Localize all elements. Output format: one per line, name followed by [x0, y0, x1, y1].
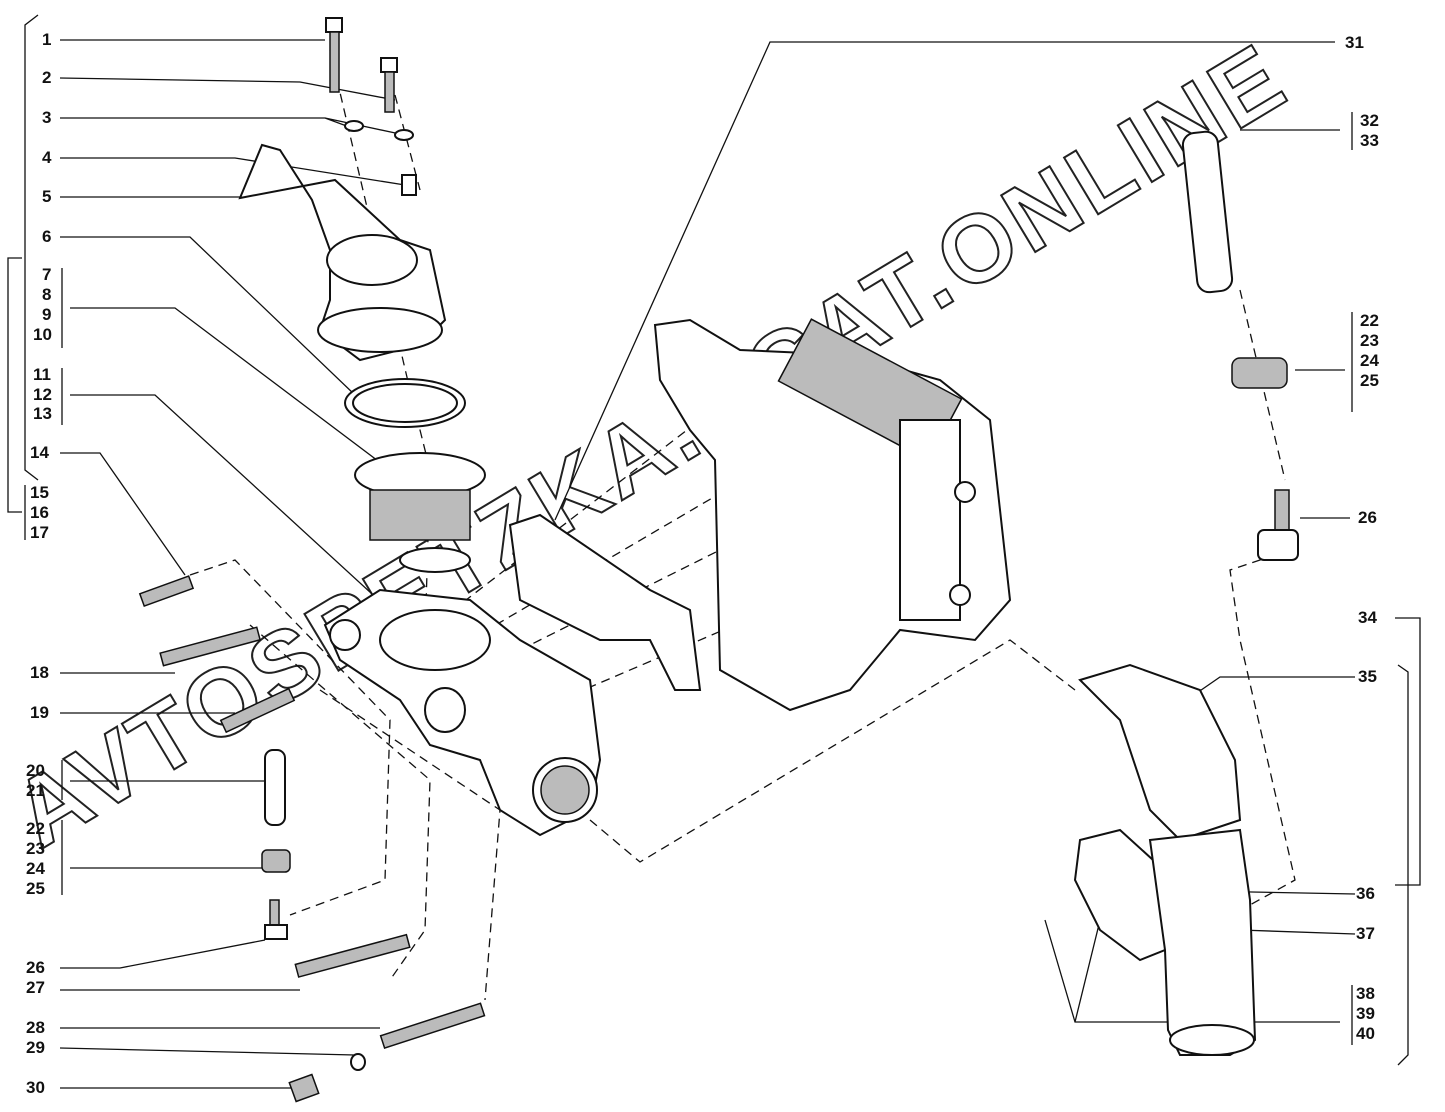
hose-34-assembly [1073, 663, 1257, 1056]
seal-ring-6 [344, 378, 466, 428]
leader-lines [59, 39, 1356, 1089]
callout-7: 7 [42, 265, 52, 284]
callout-27: 27 [26, 978, 45, 997]
callout-31: 31 [1345, 33, 1364, 52]
callout-40: 40 [1356, 1024, 1375, 1043]
callout-25: 25 [26, 879, 45, 898]
callout-11: 11 [33, 365, 51, 384]
thermostat-housing-11 [323, 588, 602, 837]
gasket-31 [508, 513, 702, 691]
callout-21: 21 [26, 781, 45, 800]
thermostat-cover-5 [238, 143, 447, 362]
callout-30: 30 [26, 1078, 45, 1097]
callout-6: 6 [42, 227, 52, 246]
callout-15: 15 [30, 483, 49, 502]
callout-37: 37 [1356, 924, 1375, 943]
cylinder-head [653, 318, 1012, 712]
callout-38: 38 [1356, 984, 1375, 1003]
callout-26-right: 26 [1358, 508, 1377, 527]
callout-22-right: 22 [1360, 311, 1379, 330]
callout-28: 28 [26, 1018, 45, 1037]
callout-12: 12 [33, 385, 52, 404]
callout-29: 29 [26, 1038, 45, 1057]
hose-32 [1181, 130, 1299, 561]
callout-14: 14 [30, 443, 49, 462]
callout-34: 34 [1358, 608, 1377, 627]
studs-left [138, 575, 486, 1103]
callout-22: 22 [26, 819, 45, 838]
bolts-1-2 [325, 17, 417, 196]
callout-35: 35 [1358, 667, 1377, 686]
callout-5: 5 [42, 187, 52, 206]
callout-8: 8 [42, 285, 52, 304]
callout-17: 17 [30, 523, 49, 542]
callout-32: 32 [1360, 111, 1379, 130]
callout-23-right: 23 [1360, 331, 1379, 350]
thermostat-7 [354, 452, 486, 573]
callout-10: 10 [33, 325, 52, 344]
callout-36: 36 [1356, 884, 1375, 903]
callout-19: 19 [30, 703, 49, 722]
callout-24-right: 24 [1360, 351, 1379, 370]
callout-25-right: 25 [1360, 371, 1379, 390]
callout-39: 39 [1356, 1004, 1375, 1023]
callout-20: 20 [26, 761, 45, 780]
group-brackets [7, 14, 1421, 1066]
callout-33: 33 [1360, 131, 1379, 150]
callout-16: 16 [30, 503, 49, 522]
callout-23: 23 [26, 839, 45, 858]
callout-3: 3 [42, 108, 52, 127]
callout-24: 24 [26, 859, 45, 878]
callout-2: 2 [42, 68, 52, 87]
callout-26: 26 [26, 958, 45, 977]
hose-20 [261, 749, 291, 940]
callout-9: 9 [42, 305, 52, 324]
callout-4: 4 [42, 148, 52, 167]
callout-18: 18 [30, 663, 49, 682]
watermark: AVTOSPETZKA.ACAT.ONLINE [0, 23, 1305, 868]
callout-1: 1 [42, 30, 52, 49]
callout-13: 13 [33, 404, 52, 423]
